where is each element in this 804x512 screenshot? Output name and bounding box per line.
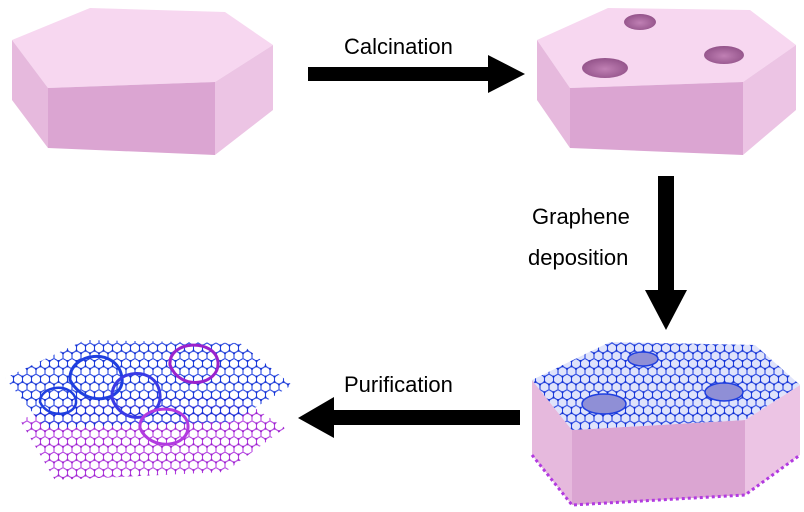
- graphene-framework: [5, 340, 292, 480]
- pristine-template: [12, 8, 273, 155]
- arrow-purification: [298, 397, 520, 438]
- coated-right-face: [745, 385, 800, 495]
- coated-bottom-edge-lattice: [530, 453, 801, 507]
- porous-template: [537, 8, 796, 155]
- label-purification: Purification: [344, 372, 453, 397]
- label-graphene-deposition-line2: deposition: [528, 245, 628, 270]
- template-right-face: [215, 45, 273, 155]
- porous-right-face: [743, 45, 796, 155]
- porous-front-face: [570, 82, 743, 155]
- arrow-calcination: [308, 55, 525, 93]
- label-calcination: Calcination: [344, 34, 453, 59]
- graphene-coated-template: [530, 342, 801, 507]
- coated-left-face: [532, 380, 572, 505]
- coated-pore-right: [704, 382, 744, 402]
- coated-front-face: [572, 420, 745, 505]
- framework-bubble-lower: [138, 407, 190, 446]
- template-top-face: [12, 8, 273, 88]
- coated-pore-left: [581, 393, 627, 415]
- coated-pore-top: [627, 351, 659, 367]
- framework-bubble-far-left: [38, 386, 78, 416]
- arrow-graphene-deposition: [645, 176, 687, 330]
- pore-right: [704, 46, 744, 64]
- pore-left: [582, 58, 628, 78]
- template-front-face: [48, 82, 215, 155]
- framework-bubble-center: [110, 372, 162, 419]
- porous-left-face: [537, 40, 570, 148]
- template-left-face: [12, 40, 48, 148]
- label-graphene-deposition-line1: Graphene: [532, 204, 630, 229]
- framework-bubble-right: [168, 343, 220, 384]
- pore-top: [624, 14, 656, 30]
